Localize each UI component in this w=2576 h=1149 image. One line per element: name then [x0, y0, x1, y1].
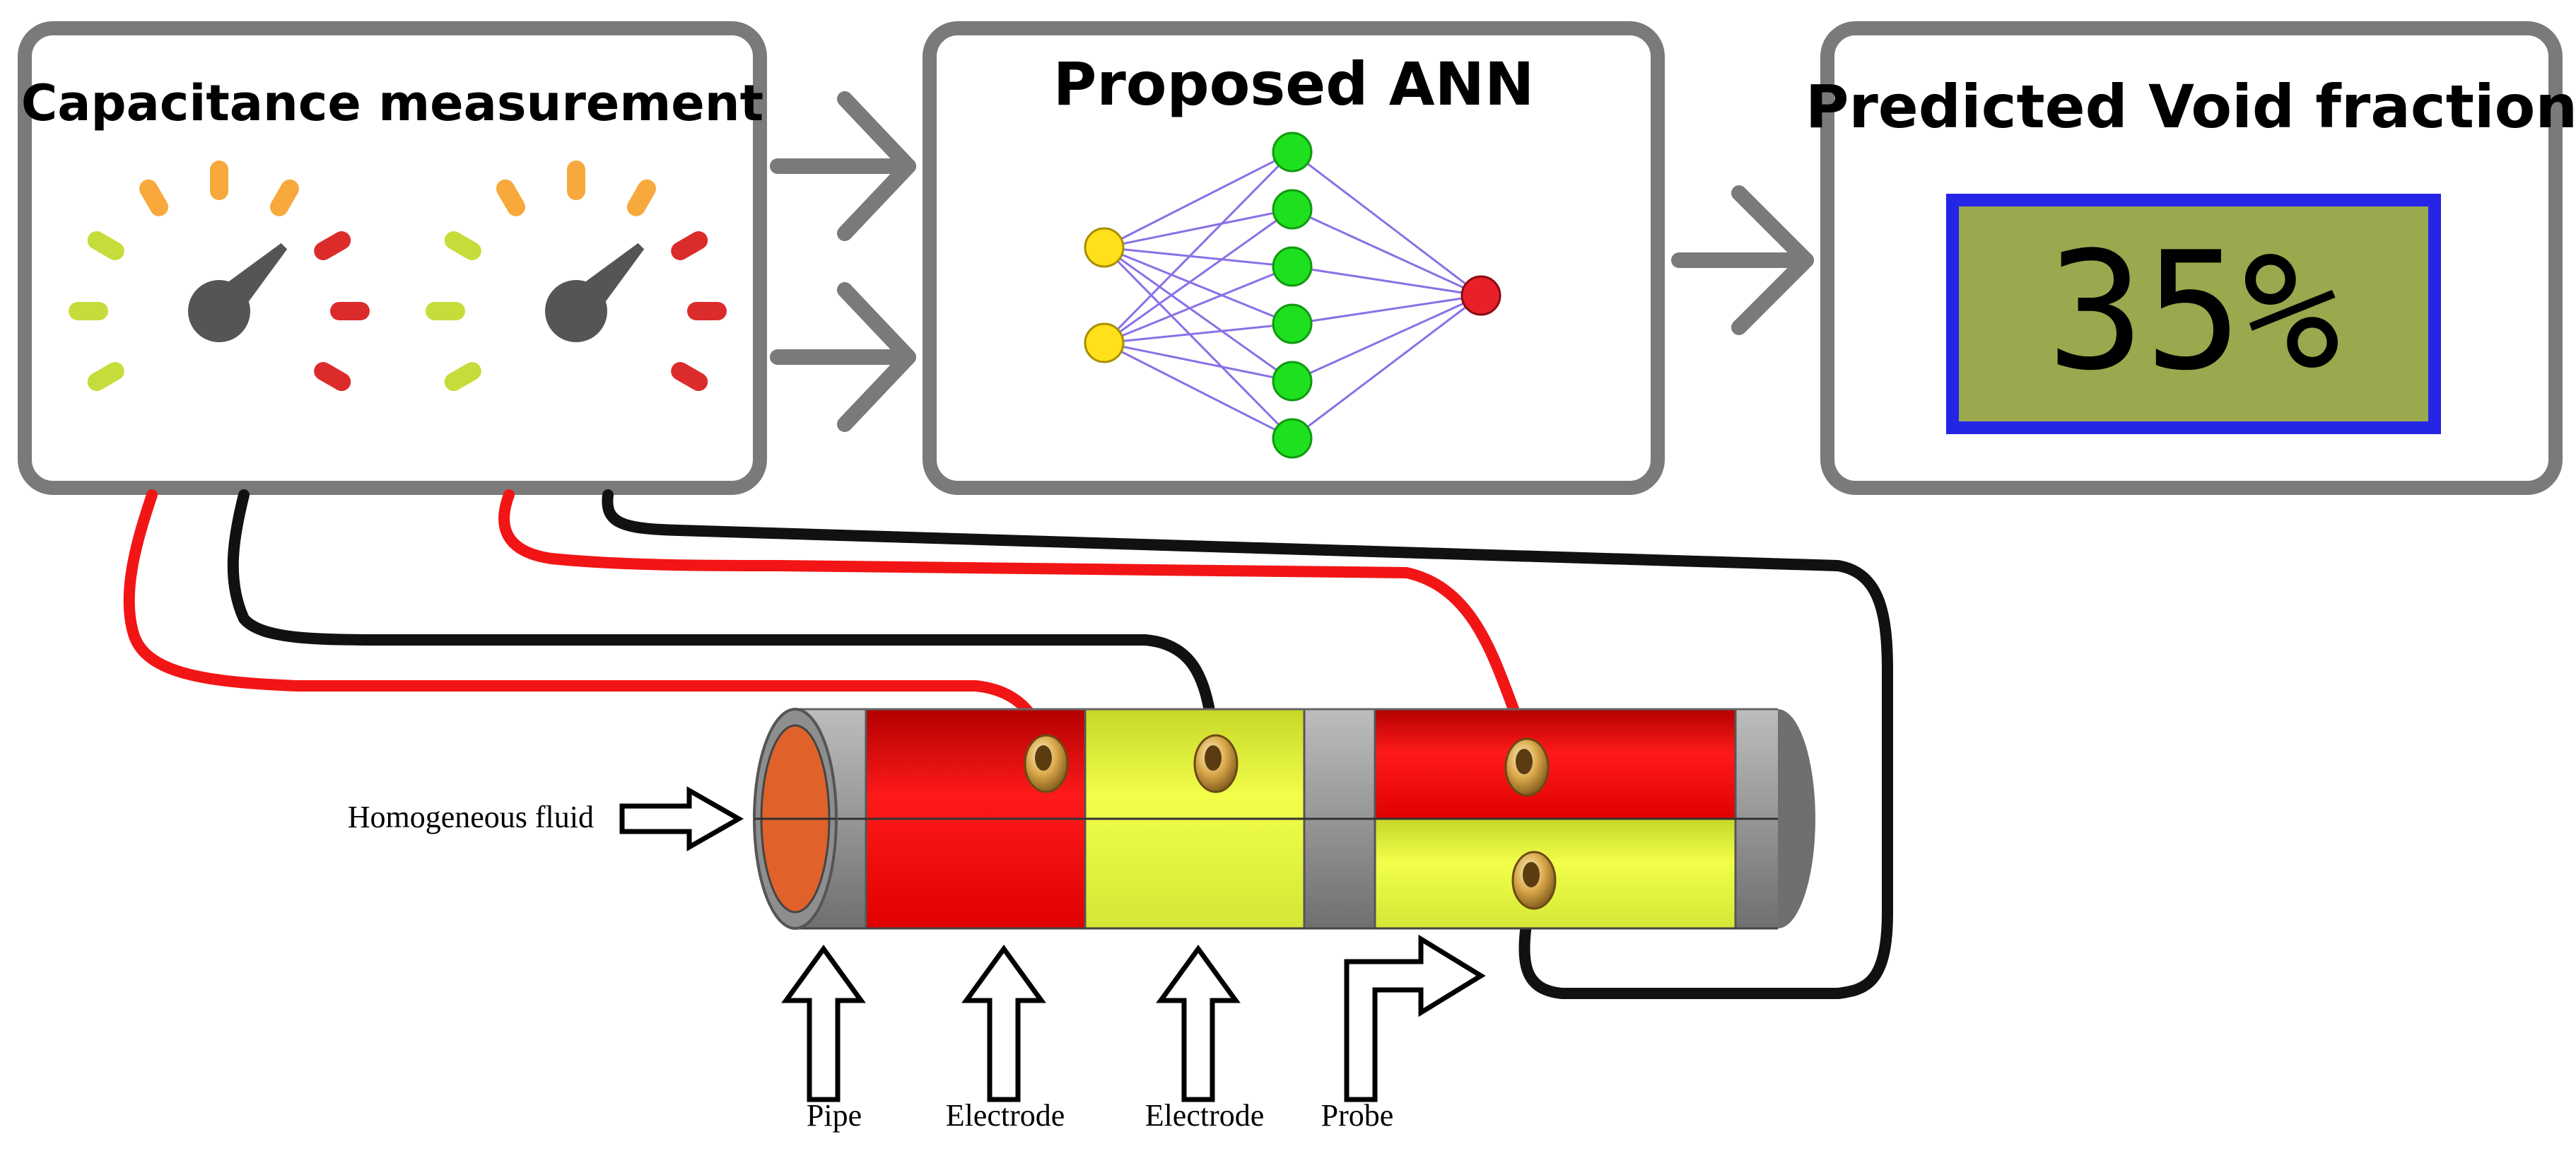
network-edge	[1292, 151, 1482, 297]
hidden-node	[1272, 418, 1313, 459]
wires	[123, 489, 1893, 999]
gauge-hub	[188, 280, 250, 342]
gauges-group	[69, 161, 727, 391]
measurement-box-title: Capacitance measurement	[21, 74, 763, 132]
network-edge	[1292, 294, 1482, 383]
probe-electrode-red	[1375, 709, 1735, 819]
network-edge	[1103, 246, 1294, 440]
pipe-assembly	[753, 708, 1815, 930]
label-electrode-2: Electrode	[1145, 1098, 1265, 1133]
black-wire-1	[227, 489, 1222, 755]
gauge-tick	[314, 231, 351, 260]
hidden-node	[1272, 246, 1313, 287]
gauge-tick	[314, 362, 351, 391]
hollow-arrow-icon	[961, 945, 1046, 1102]
input-node	[1084, 227, 1125, 268]
network-edge	[1103, 265, 1293, 344]
network-edge	[1103, 322, 1293, 344]
network-edge	[1103, 342, 1293, 383]
network-edge	[1103, 246, 1293, 268]
connector-4	[1511, 851, 1557, 910]
label-pipe: Pipe	[807, 1098, 862, 1133]
red-wire-2	[498, 489, 1533, 755]
network-edges	[1103, 151, 1482, 440]
red-wire-1	[123, 489, 1052, 755]
network-edge	[1292, 208, 1482, 297]
network-edge	[1103, 151, 1293, 249]
black-wire-2	[602, 489, 1893, 999]
arrow-right-icon	[770, 91, 916, 241]
gauge-icon	[69, 161, 370, 391]
capacitance-measurement-box: Capacitance measurement	[18, 21, 767, 495]
gauge-tick	[496, 179, 525, 216]
gauge-tick	[671, 231, 708, 260]
network-edge	[1292, 294, 1482, 325]
arrow-right-icon	[770, 282, 916, 432]
ann-box-title: Proposed ANN	[1053, 49, 1535, 119]
gauge-hub	[545, 280, 607, 342]
neural-network-icon	[1084, 132, 1501, 459]
network-edge	[1103, 246, 1293, 325]
label-probe: Probe	[1321, 1098, 1394, 1133]
network-edge	[1103, 208, 1293, 344]
gauge-tick	[87, 231, 124, 260]
connector-2	[1193, 734, 1239, 793]
hollow-arrow-icon	[1344, 934, 1486, 1102]
connector-1	[1024, 734, 1069, 793]
hollow-arrow-icon	[1156, 945, 1241, 1102]
gauge-icon	[426, 161, 727, 391]
output-box-title: Predicted Void fraction	[1805, 72, 2576, 141]
gauge-tick	[139, 179, 168, 216]
hidden-node	[1272, 132, 1313, 173]
ann-box: Proposed ANN	[923, 21, 1665, 495]
predicted-void-fraction-box: Predicted Void fraction 35%	[1805, 21, 2576, 495]
hidden-node	[1272, 303, 1313, 344]
network-edge	[1292, 294, 1482, 440]
gauge-tick	[671, 362, 708, 391]
gauge-tick	[444, 231, 481, 260]
network-edge	[1292, 265, 1482, 297]
hollow-arrow-icon	[619, 786, 744, 852]
gauge-tick	[627, 179, 656, 216]
output-node	[1460, 275, 1501, 316]
gauge-tick	[444, 362, 481, 391]
label-electrode-1: Electrode	[946, 1098, 1065, 1133]
label-homogeneous-fluid: Homogeneous fluid	[348, 800, 594, 834]
network-edge	[1103, 208, 1293, 249]
hidden-node	[1272, 189, 1313, 230]
arrow-right-icon	[1671, 185, 1814, 335]
network-edge	[1103, 246, 1293, 383]
hollow-arrow-icon	[781, 945, 866, 1102]
network-edge	[1103, 342, 1293, 440]
connector-3	[1504, 737, 1550, 797]
gauge-tick	[270, 179, 299, 216]
network-edge	[1103, 151, 1294, 344]
lcd-value: 35%	[2047, 218, 2340, 407]
input-node	[1084, 322, 1125, 363]
lcd-display-icon: 35%	[1946, 194, 2441, 434]
hidden-node	[1272, 361, 1313, 402]
gauge-tick	[87, 362, 124, 391]
